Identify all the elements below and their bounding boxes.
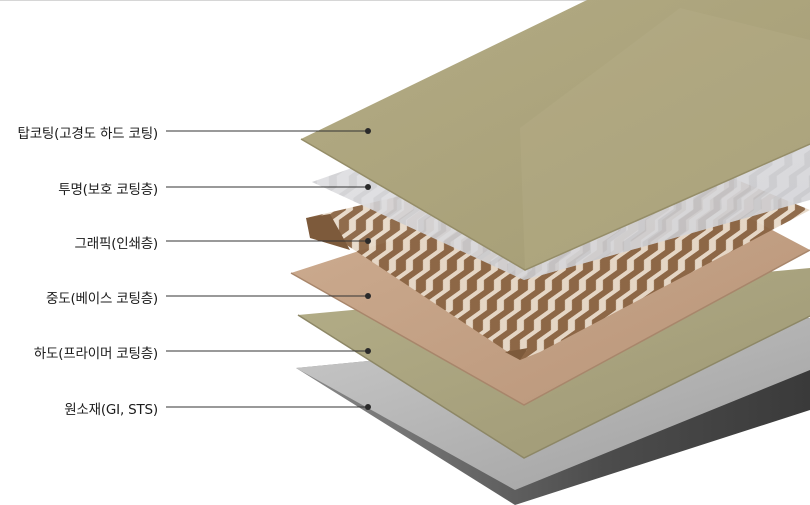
layer-label-clear: 투명(보호 코팅층) bbox=[58, 182, 158, 198]
leader-dot-primer bbox=[365, 348, 371, 354]
leader-dot-graphic bbox=[365, 238, 371, 244]
leader-dots bbox=[365, 128, 371, 410]
layer-label-topcoat: 탑코팅(고경도 하드 코팅) bbox=[17, 126, 158, 142]
layer-label-graphic: 그래픽(인쇄층) bbox=[74, 236, 159, 252]
layer-label-primer: 하도(프라이머 코팅층) bbox=[33, 346, 158, 362]
leader-dot-substrate bbox=[365, 404, 371, 410]
layer-label-midcoat: 중도(베이스 코팅층) bbox=[46, 291, 158, 307]
leader-dot-midcoat bbox=[365, 293, 371, 299]
leader-dot-topcoat bbox=[365, 128, 371, 134]
leader-lines bbox=[166, 130, 368, 408]
layer-label-substrate: 원소재(GI, STS) bbox=[64, 402, 158, 418]
topcoat-layer bbox=[300, 0, 810, 271]
leader-dot-clear bbox=[365, 184, 371, 190]
top-divider-line bbox=[0, 0, 810, 1]
